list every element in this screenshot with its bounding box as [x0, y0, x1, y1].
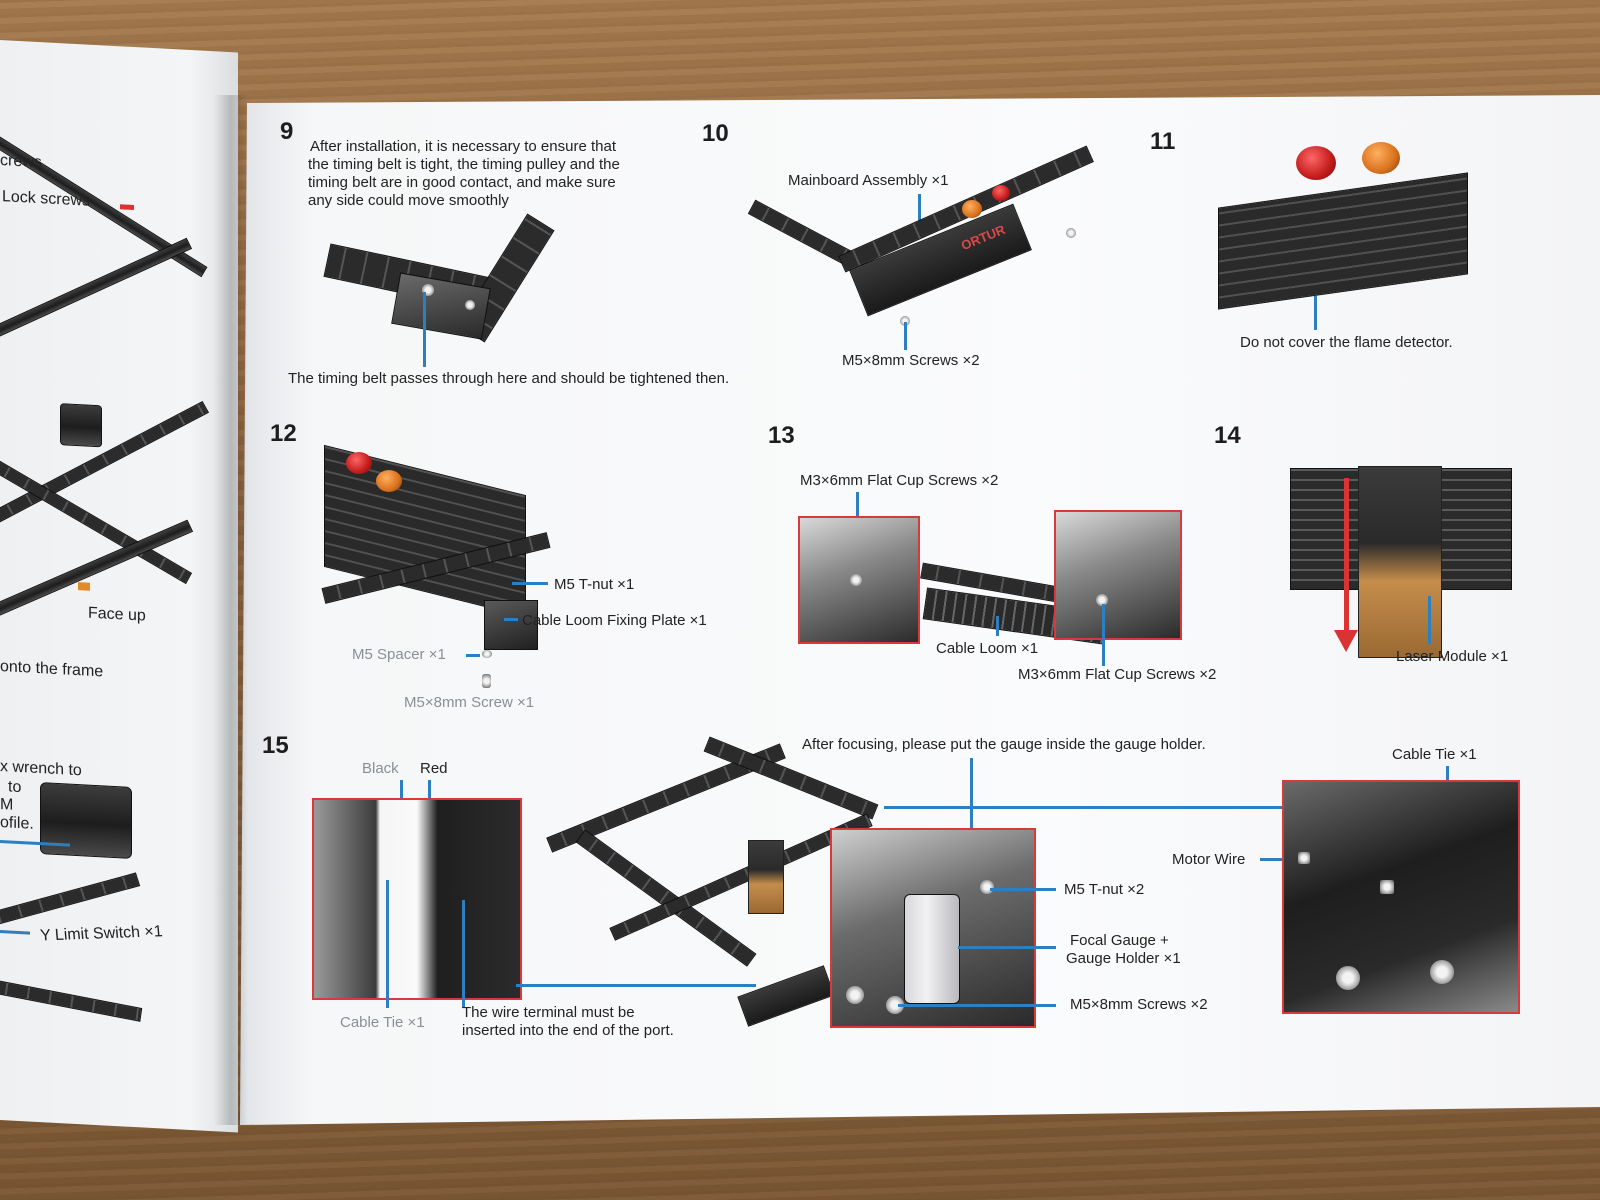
- step-number: 10: [702, 120, 729, 148]
- leader-line: [516, 984, 756, 987]
- leader-line: [512, 582, 548, 585]
- instruction-line: timing belt are in good contact, and mak…: [308, 174, 616, 191]
- leader-line: [898, 1004, 1056, 1007]
- frame-beam-illustration: [0, 872, 140, 928]
- screws-label: M5×8mm Screws ×2: [842, 352, 980, 369]
- focal-gauge-illustration: [904, 894, 960, 1004]
- focal-gauge-label: Gauge Holder ×1: [1066, 950, 1181, 967]
- screw-icon: [1336, 966, 1360, 990]
- step-number: 9: [280, 118, 293, 146]
- onto-frame-text: onto the frame: [0, 658, 103, 681]
- left-lock-screws-text: Lock screws: [2, 188, 90, 211]
- wire-connection-inset: [312, 798, 522, 1000]
- laser-module-illustration: [748, 840, 784, 914]
- cable-tie-right-label: Cable Tie ×1: [1392, 746, 1477, 763]
- focus-note: After focusing, please put the gauge ins…: [802, 736, 1206, 753]
- laser-module-label: Laser Module ×1: [1396, 648, 1508, 665]
- left-page: crews Lock screws Face up onto the frame…: [0, 40, 238, 1132]
- leader-line: [386, 880, 389, 1008]
- leader-line: [970, 758, 973, 828]
- screw-icon: [1066, 228, 1076, 238]
- leader-line: [0, 930, 30, 935]
- button-icon: [1362, 142, 1400, 174]
- mainboard-label: Mainboard Assembly ×1: [788, 172, 949, 189]
- black-wire-label: Black: [362, 760, 399, 777]
- button-icon: [962, 200, 982, 218]
- flame-detector-note: Do not cover the flame detector.: [1240, 334, 1453, 351]
- arrow-icon: [78, 582, 90, 591]
- y-limit-switch-label: Y Limit Switch ×1: [39, 923, 163, 945]
- wrench-text-4: ofile.: [0, 814, 34, 834]
- wrench-text-3: M: [0, 796, 13, 815]
- emergency-stop-icon: [346, 452, 372, 474]
- screw-icon: [850, 574, 862, 586]
- leader-line: [1428, 596, 1431, 644]
- wrench-text-1: x wrench to: [0, 758, 82, 780]
- leader-line: [466, 654, 480, 657]
- emergency-stop-icon: [992, 185, 1010, 201]
- step-number: 15: [262, 732, 289, 760]
- leader-line: [504, 618, 518, 621]
- motor-illustration: [60, 403, 102, 447]
- motor-wire-label: Motor Wire: [1172, 851, 1245, 868]
- tnut-label: M5 T-nut ×2: [1064, 881, 1144, 898]
- leader-line: [958, 946, 1056, 949]
- step-9-caption: The timing belt passes through here and …: [288, 370, 729, 387]
- bottom-screws-label: M3×6mm Flat Cup Screws ×2: [1018, 666, 1216, 683]
- cable-tie-left-label: Cable Tie ×1: [340, 1014, 425, 1031]
- left-crews-text: crews: [0, 152, 42, 172]
- instruction-line: the timing belt is tight, the timing pul…: [308, 156, 620, 173]
- leader-line: [996, 616, 999, 636]
- cable-loom-label: Cable Loom ×1: [936, 640, 1038, 657]
- arrow-down-icon: [1334, 630, 1358, 652]
- red-wire-label: Red: [420, 760, 448, 777]
- step-number: 13: [768, 422, 795, 450]
- arrow-down-icon: [1344, 478, 1349, 638]
- screw-icon: [465, 300, 475, 310]
- page-gutter: [214, 95, 248, 1125]
- top-screws-label: M3×6mm Flat Cup Screws ×2: [800, 472, 998, 489]
- leader-line: [884, 806, 1282, 809]
- leader-line: [1102, 604, 1105, 666]
- arrow-icon: [120, 204, 134, 210]
- leader-line: [423, 292, 426, 367]
- screws-label: M5×8mm Screws ×2: [1070, 996, 1208, 1013]
- limit-switch-illustration: [40, 782, 132, 859]
- fixing-plate-label: Cable Loom Fixing Plate ×1: [522, 612, 707, 629]
- step-number: 12: [270, 420, 297, 448]
- tnut-label: M5 T-nut ×1: [554, 576, 634, 593]
- terminal-note-line: inserted into the end of the port.: [462, 1022, 674, 1039]
- wire-tag-icon: [1380, 880, 1394, 894]
- focal-gauge-label: Focal Gauge +: [1070, 932, 1169, 949]
- detail-inset-right: [1054, 510, 1182, 640]
- screw-icon: [1430, 960, 1454, 984]
- terminal-note-line: The wire terminal must be: [462, 1004, 635, 1021]
- screw-icon: [846, 986, 864, 1004]
- spacer-icon: [482, 650, 492, 658]
- leader-line: [904, 322, 907, 350]
- step-number: 11: [1150, 128, 1175, 156]
- wire-tag-icon: [1298, 852, 1310, 864]
- wrench-text-2: to: [8, 778, 21, 797]
- button-icon: [376, 470, 402, 492]
- screw-label: M5×8mm Screw ×1: [404, 694, 534, 711]
- screw-icon: [482, 674, 491, 688]
- frame-beam-illustration: [0, 979, 142, 1022]
- step-number: 14: [1214, 422, 1241, 450]
- leader-line: [462, 900, 465, 1008]
- instruction-line: After installation, it is necessary to e…: [310, 138, 616, 155]
- instruction-line: any side could move smoothly: [308, 192, 509, 209]
- spacer-label: M5 Spacer ×1: [352, 646, 446, 663]
- leader-line: [1314, 296, 1317, 330]
- frame-beam-illustration: [0, 238, 192, 343]
- emergency-stop-icon: [1296, 146, 1336, 180]
- frame-beam-illustration: [0, 401, 209, 523]
- face-up-label: Face up: [88, 605, 146, 626]
- motor-wire-inset: [1282, 780, 1520, 1014]
- screw-icon: [980, 880, 994, 894]
- leader-line: [990, 888, 1056, 891]
